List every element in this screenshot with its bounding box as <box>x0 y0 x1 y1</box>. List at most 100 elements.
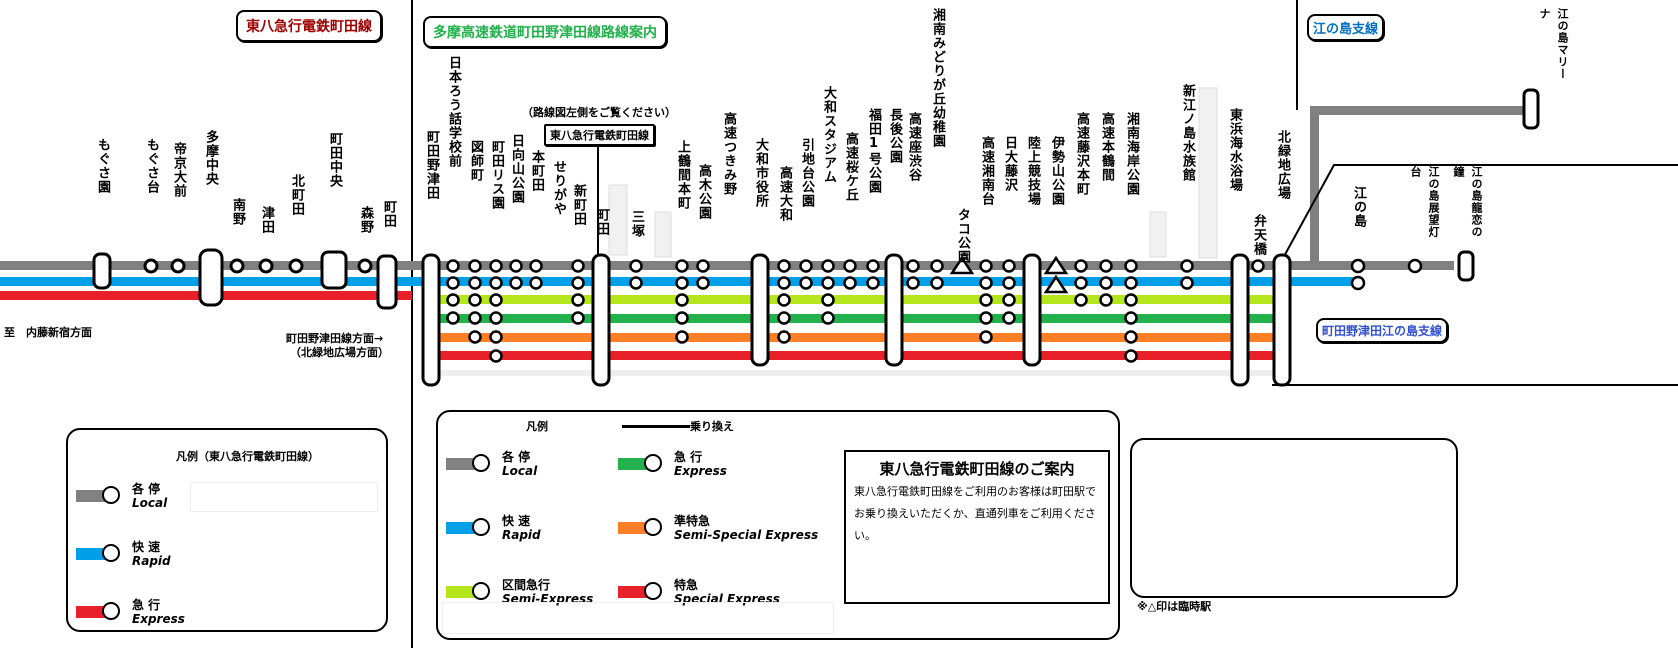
note-naito-shinjuku: 至 内藤新宿方面 <box>4 326 92 339</box>
station-name: 高速桜ケ丘 <box>843 132 858 202</box>
station-stop <box>489 276 503 290</box>
station-name: 伊勢山公園 <box>1049 136 1064 206</box>
station-name: 福田1号公園 <box>866 108 881 194</box>
station-stop <box>1099 259 1113 273</box>
station-name: 日大藤沢 <box>1002 136 1017 192</box>
station-stop <box>979 330 993 344</box>
legend-main-title: 凡例 <box>526 420 548 433</box>
station-name: 高速座渋谷 <box>906 112 921 182</box>
station-name: 津田 <box>259 206 274 234</box>
station-name: 町田 <box>594 208 609 236</box>
station-stop <box>979 276 993 290</box>
station-stop <box>629 259 643 273</box>
legend-swatch <box>76 602 120 620</box>
station-stop <box>799 276 813 290</box>
tohachi-mini-label: 東八急行電鉄町田線 <box>544 124 655 146</box>
station-stop <box>821 276 835 290</box>
station-stop <box>906 276 920 290</box>
station-stop <box>1002 293 1016 307</box>
station-name: せりがや <box>551 160 566 216</box>
info-panel: 東八急行電鉄町田線のご案内 東八急行電鉄町田線をご利用のお客様は町田駅でお乗り換… <box>844 450 1110 604</box>
info-body: 東八急行電鉄町田線をご利用のお客様は町田駅でお乗り換えいただくか、直通列車をご利… <box>854 485 1096 542</box>
station-name: 陸上競技場 <box>1025 136 1040 206</box>
station-stop <box>1251 259 1265 273</box>
station-stop <box>777 276 791 290</box>
station-stop <box>799 259 813 273</box>
station-stop <box>446 259 460 273</box>
station-name: 新江ノ島水族館 <box>1180 84 1195 182</box>
station-name: 町田中央 <box>327 132 342 188</box>
station-stop <box>468 330 482 344</box>
branch-station-name: 江の島展望灯台 <box>1409 166 1440 238</box>
station-name: 町田 <box>381 200 396 228</box>
station-stop <box>777 293 791 307</box>
station-stop <box>509 259 523 273</box>
station-stop <box>489 330 503 344</box>
station-stop <box>675 311 689 325</box>
station-name: 湘南海岸公園 <box>1124 112 1139 196</box>
station-name: 日向山公園 <box>509 134 524 204</box>
station-name: 三塚 <box>629 210 644 238</box>
station-stop <box>571 276 585 290</box>
station-stop <box>1099 276 1113 290</box>
station-name: 大和市役所 <box>753 138 768 208</box>
legend-swatch <box>76 486 120 504</box>
temporary-station-markers <box>949 255 1069 294</box>
note-machida-notsuda: 町田野津田線方面→ <box>286 332 384 345</box>
station-stop <box>1124 259 1138 273</box>
station-stop <box>675 259 689 273</box>
station-stop <box>571 293 585 307</box>
station-name: 北緑地広場 <box>1275 130 1290 200</box>
station-name: 新町田 <box>571 184 586 226</box>
station-stop <box>446 311 460 325</box>
station-stop <box>1180 259 1194 273</box>
legend-swatch <box>618 454 662 472</box>
blank-panel <box>1130 438 1458 598</box>
station-stop <box>675 293 689 307</box>
station-stop <box>1124 349 1138 363</box>
station-stop <box>1002 259 1016 273</box>
branch-station-name: 江の島龍恋の鐘 <box>1452 166 1483 238</box>
branch-station-name: 江の島マリーナ <box>1538 8 1569 80</box>
station-stop <box>1074 293 1088 307</box>
station-stop <box>843 259 857 273</box>
tohachi-title: 東八急行電鉄町田線 <box>236 10 382 42</box>
station-stop <box>446 293 460 307</box>
station-stop <box>979 293 993 307</box>
station-stop <box>906 259 920 273</box>
legend-swatch <box>446 582 490 600</box>
legend-tohachi-title: 凡例（東八急行電鉄町田線） <box>176 450 319 463</box>
station-stop <box>509 276 523 290</box>
station-stop <box>468 259 482 273</box>
station-stop <box>821 293 835 307</box>
legend-swatch <box>446 518 490 536</box>
station-name: 南野 <box>230 198 245 226</box>
station-name: 高速大和 <box>777 166 792 222</box>
station-name: 長後公園 <box>887 108 902 164</box>
station-name: 高速藤沢本町 <box>1074 112 1089 196</box>
station-stop <box>696 276 710 290</box>
station-name: 多摩中央 <box>203 130 218 186</box>
station-stop <box>866 276 880 290</box>
station-stop <box>1180 276 1194 290</box>
note-see-left: （路線図左側をご覧ください） <box>522 106 676 119</box>
note-kita-ryokuchi: （北緑地広場方面） <box>290 346 389 359</box>
station-name: 高速つきみ野 <box>721 112 736 196</box>
station-stop <box>571 311 585 325</box>
station-stop <box>821 311 835 325</box>
station-stop <box>696 259 710 273</box>
station-name: もぐさ台 <box>144 138 159 194</box>
station-name: 帝京大前 <box>171 142 186 198</box>
station-name: 北町田 <box>289 174 304 216</box>
legend-swatch <box>618 518 662 536</box>
station-name: 図師町 <box>468 140 483 182</box>
